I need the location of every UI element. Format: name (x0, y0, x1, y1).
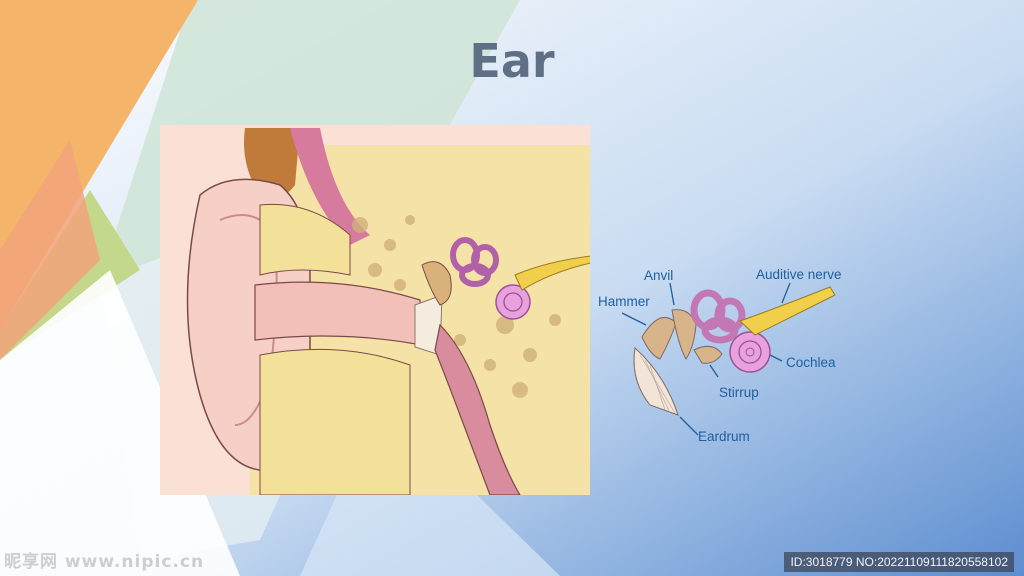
stirrup-arrow (709, 364, 719, 378)
cochlea-shape (729, 331, 771, 373)
ear-cross-section-illustration (160, 125, 590, 495)
label-stirrup: Stirrup (719, 385, 759, 400)
label-auditive-nerve: Auditive nerve (756, 267, 842, 282)
semicircular-canals (690, 289, 746, 344)
label-eardrum: Eardrum (698, 429, 750, 444)
inner-ear-detail-diagram: Anvil Hammer Auditive nerve Cochlea Stir… (598, 267, 842, 444)
cochlea-arrow (769, 354, 783, 362)
label-hammer: Hammer (598, 294, 650, 309)
hammer-shape (641, 316, 677, 360)
anvil-arrow (669, 282, 675, 306)
hammer-arrow (621, 312, 647, 326)
auditive-nerve-arrow (781, 282, 791, 304)
stirrup-shape (693, 345, 723, 364)
auditive-nerve-shape (739, 286, 836, 336)
eardrum-arrow (679, 416, 699, 436)
page-title: Ear (469, 34, 555, 88)
watermark-left: 昵享网 www.nipic.cn (4, 552, 205, 572)
label-anvil: Anvil (644, 268, 673, 283)
label-cochlea: Cochlea (786, 355, 836, 370)
white-shape (0, 270, 240, 576)
watermark-right: ID:3018779 NO:20221109111820558102 (784, 552, 1014, 572)
salmon-shape (0, 140, 100, 360)
anvil-shape (671, 309, 697, 360)
